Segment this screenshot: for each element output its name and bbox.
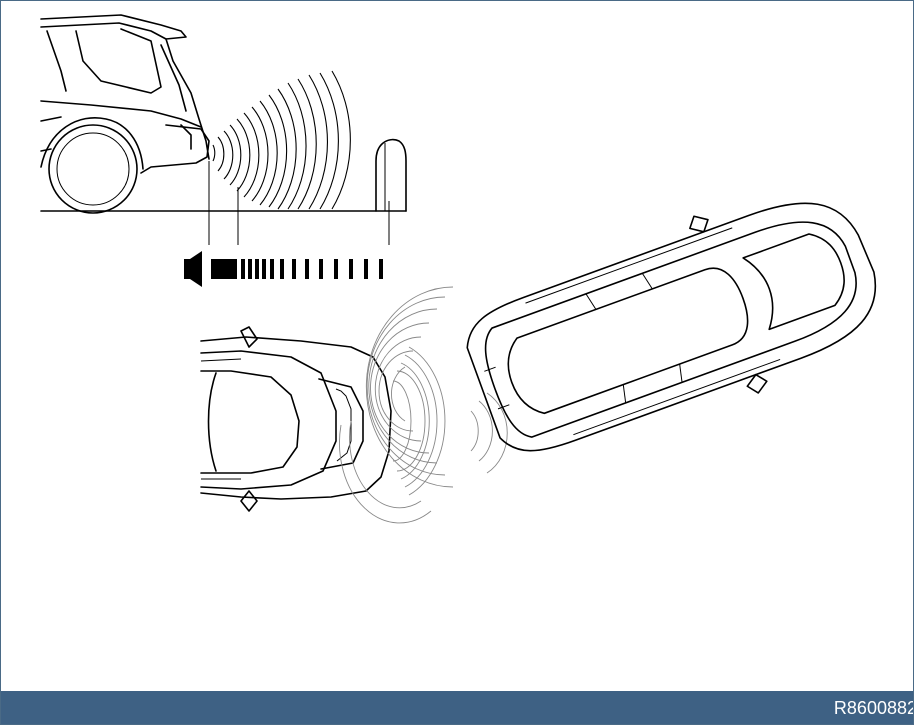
parking-sensor-illustration [1,1,913,691]
distance-indicator-bar [211,259,383,279]
rear-car-side-icon [41,15,406,213]
front-sensor-waves [339,287,507,523]
car-front-top-view-icon [201,327,391,511]
car-top-view-icon [452,165,900,481]
footer-bar: R8600882 [1,691,913,724]
figure-code-label: R8600882 [834,699,914,717]
obstacle-post-icon [376,140,406,211]
distance-leader-lines [209,161,389,245]
speaker-icon [184,251,202,287]
sensor-wave-icon [213,71,350,209]
